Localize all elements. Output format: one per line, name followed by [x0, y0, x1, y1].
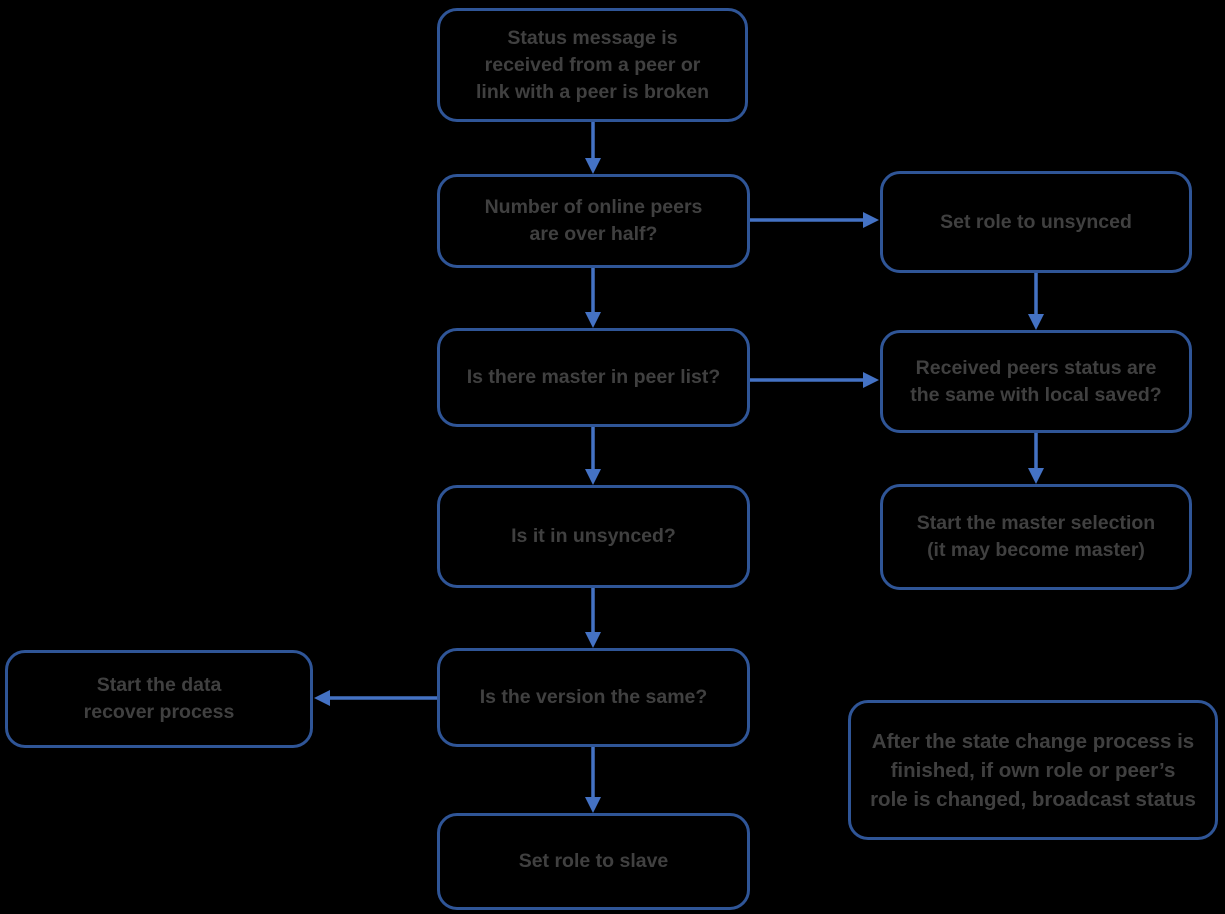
node-label-line: are over half?: [529, 223, 658, 245]
arrow-in-unsynced-to-version: [585, 588, 601, 648]
node-label-line: Start the data: [96, 674, 222, 696]
arrow-received-to-master-selection: [1028, 433, 1044, 484]
node-label: After the state change process is finish…: [870, 727, 1196, 814]
node-label: Is there master in peer list?: [467, 364, 721, 391]
arrow-version-to-slave: [585, 747, 601, 813]
node-label-line: finished, if own role or peer’s: [890, 758, 1176, 782]
node-label: Set role to slave: [519, 848, 669, 875]
node-broadcast-status-note: After the state change process is finish…: [848, 700, 1218, 840]
node-is-version-same: Is the version the same?: [437, 648, 750, 747]
node-label-line: Status message is: [507, 26, 678, 49]
node-label-line: Start the master selection: [916, 512, 1156, 534]
node-label-line: Set role to unsynced: [940, 210, 1132, 233]
node-is-it-in-unsynced: Is it in unsynced?: [437, 485, 750, 588]
node-label: Received peers status are the same with …: [910, 355, 1161, 409]
node-start-data-recover: Start the data recover process: [5, 650, 313, 748]
node-label-line: (it may become master): [927, 539, 1145, 561]
arrow-set-unsynced-to-received: [1028, 273, 1044, 330]
node-label-line: received from a peer or: [484, 53, 701, 76]
node-label: Set role to unsynced: [940, 209, 1132, 236]
node-label-line: Is the version the same?: [479, 686, 708, 708]
node-peers-over-half: Number of online peers are over half?: [437, 174, 750, 268]
node-label-line: Is it in unsynced?: [511, 525, 676, 547]
arrow-peers-to-master-list: [585, 268, 601, 328]
node-status-message-received: Status message is received from a peer o…: [437, 8, 748, 122]
arrow-status-to-peers: [585, 122, 601, 174]
node-label-line: After the state change process is: [871, 729, 1195, 753]
node-received-peers-status: Received peers status are the same with …: [880, 330, 1192, 433]
node-label: Is it in unsynced?: [511, 523, 676, 550]
node-label: Is the version the same?: [480, 684, 708, 711]
node-label-line: Received peers status are: [915, 356, 1157, 379]
node-set-role-unsynced: Set role to unsynced: [880, 171, 1192, 273]
node-label: Number of online peers are over half?: [485, 194, 703, 248]
node-label-line: Set role to slave: [518, 850, 669, 872]
node-set-role-slave: Set role to slave: [437, 813, 750, 910]
node-label-line: link with a peer is broken: [476, 80, 709, 103]
node-label: Start the master selection (it may becom…: [917, 510, 1155, 564]
node-label-line: the same with local saved?: [910, 383, 1162, 406]
arrow-peers-to-set-unsynced: [750, 212, 879, 228]
node-start-master-selection: Start the master selection (it may becom…: [880, 484, 1192, 590]
node-label-line: Is there master in peer list?: [466, 366, 721, 388]
node-label-line: recover process: [83, 701, 235, 723]
node-master-in-peer-list: Is there master in peer list?: [437, 328, 750, 427]
node-label: Start the data recover process: [84, 672, 235, 726]
arrow-master-list-to-received: [750, 372, 879, 388]
arrow-master-list-to-in-unsynced: [585, 427, 601, 485]
node-label-line: role is changed, broadcast status: [870, 787, 1196, 811]
arrow-version-to-data-recover: [314, 690, 437, 706]
node-label-line: Number of online peers: [484, 196, 703, 218]
node-label: Status message is received from a peer o…: [476, 25, 709, 106]
